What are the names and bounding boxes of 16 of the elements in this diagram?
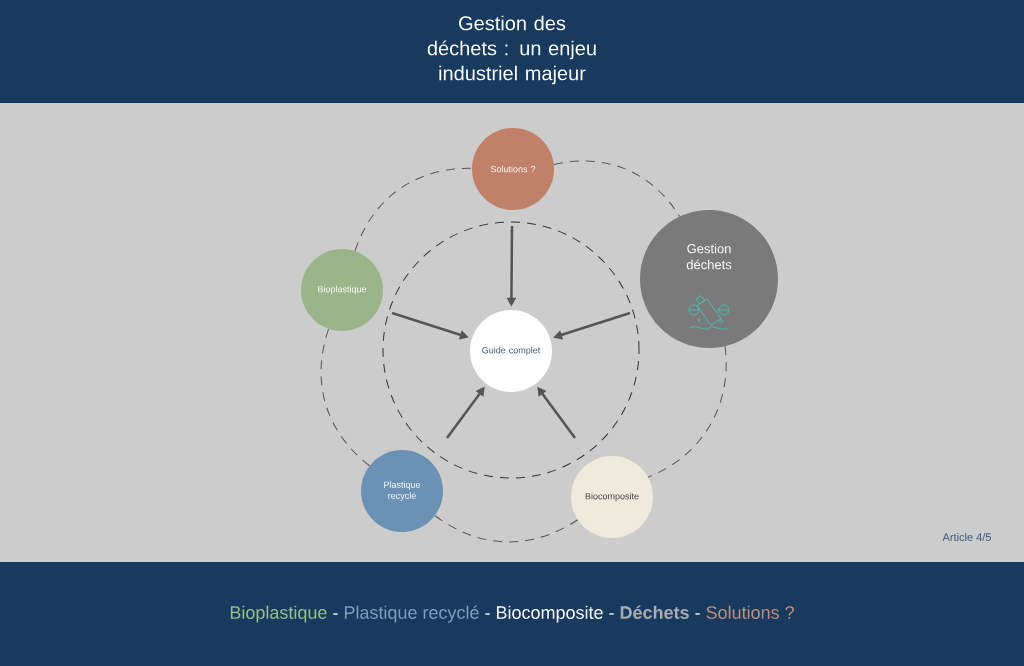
footer-keyword: Déchets (620, 605, 689, 619)
separator: - (609, 613, 614, 615)
title: Gestion des déchets : un enjeu industriel majeur (427, 15, 596, 85)
dashed-arc (553, 160, 681, 217)
footer-keyword: Plastique recyclé (344, 605, 479, 623)
separator: - (333, 613, 338, 615)
dashed-arc (434, 515, 579, 543)
dashed-arc (354, 167, 473, 252)
dashed-arc (320, 328, 370, 467)
footer-keyword: Solutions ? (706, 605, 794, 619)
separator: - (695, 613, 700, 615)
separator: - (485, 613, 490, 615)
article-number: Article 4/5 (942, 532, 991, 542)
footer-keyword: Biocomposite (496, 605, 603, 623)
dashed-arc (647, 345, 727, 478)
footer-keyword: Bioplastique (230, 605, 327, 623)
